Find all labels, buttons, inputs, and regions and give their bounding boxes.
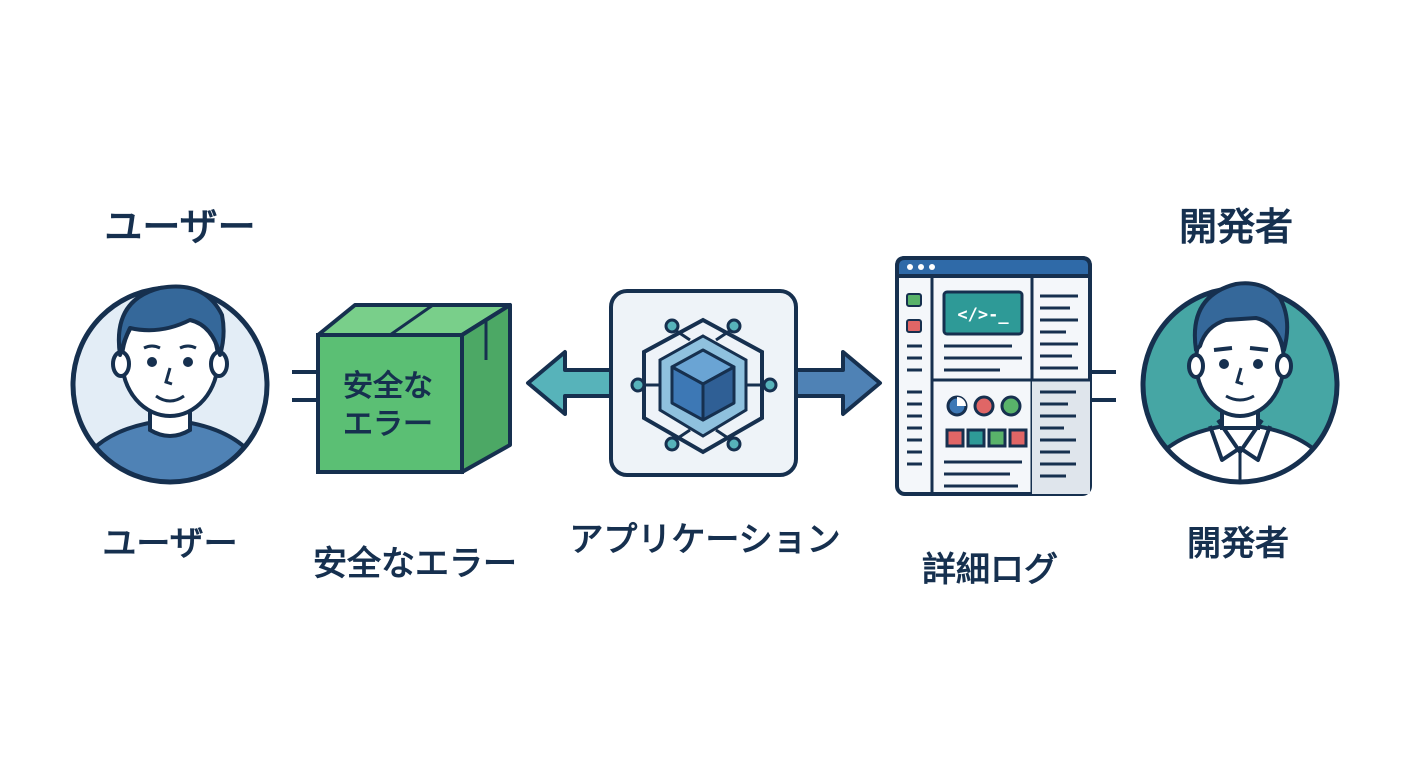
user-title: ユーザー	[104, 205, 256, 249]
arrow-left-icon	[526, 350, 614, 416]
safe-error-box-icon	[316, 303, 512, 474]
user-avatar	[70, 284, 270, 485]
code-tag: </>-_	[957, 305, 1009, 325]
detailed-log-label: 詳細ログ	[922, 550, 1058, 590]
safe-error-label: 安全なエラー	[313, 544, 517, 584]
user-label: ユーザー	[102, 524, 238, 564]
box-label-line1: 安全な	[343, 369, 433, 404]
developer-avatar	[1140, 281, 1340, 485]
connector-user-box	[292, 370, 320, 402]
application-icon	[609, 289, 798, 477]
log-window-icon: </>-_	[895, 256, 1092, 496]
developer-label: 開発者	[1187, 524, 1289, 564]
box-label-line2: エラー	[343, 407, 433, 442]
developer-title: 開発者	[1178, 205, 1293, 249]
arrow-right-icon	[794, 350, 882, 416]
connector-log-developer	[1090, 370, 1116, 402]
application-label: アプリケーション	[569, 520, 841, 560]
